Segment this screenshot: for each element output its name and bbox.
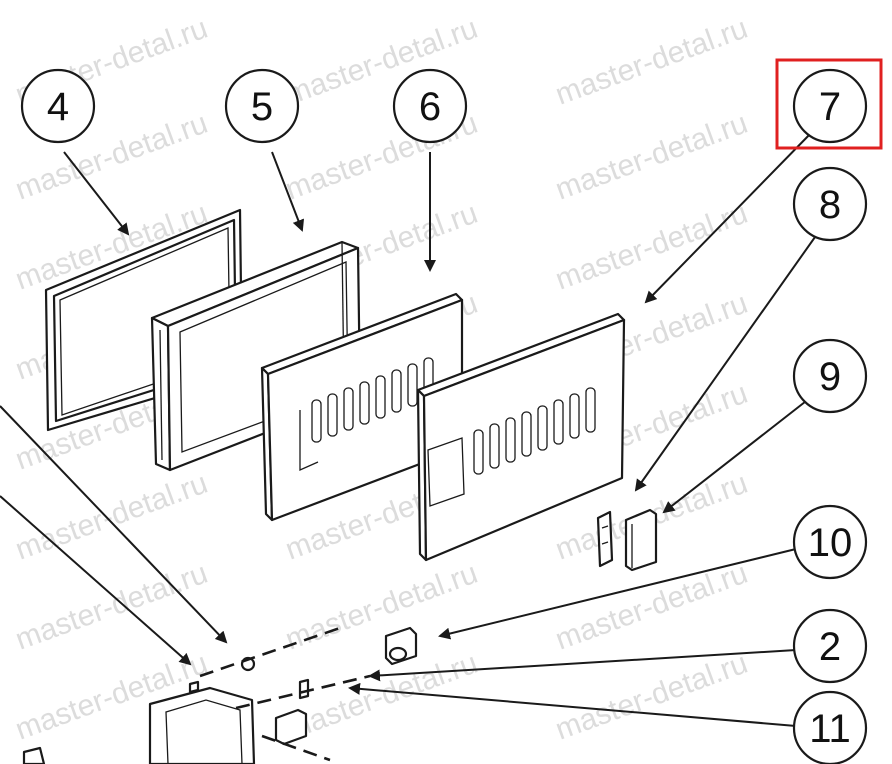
- callout-11-label: 11: [809, 707, 851, 751]
- watermark: master-detal.ru: [551, 197, 752, 297]
- part-8-clip: [596, 510, 614, 568]
- watermark: master-detal.ru: [11, 467, 212, 567]
- bottom-assembly: [22, 626, 371, 764]
- callout-4-label: 4: [47, 85, 69, 129]
- watermark: master-detal.ru: [281, 557, 482, 657]
- callout-8-label: 8: [819, 183, 841, 227]
- part-10-connector: [384, 626, 418, 666]
- callout-10-label: 10: [808, 521, 853, 565]
- callout-2-label: 2: [819, 625, 841, 669]
- watermark: master-detal.ru: [551, 107, 752, 207]
- callout-6: 6: [392, 68, 468, 144]
- callouts: 4 5 6 7 8 9 10 2: [20, 58, 883, 764]
- callout-9: 9: [792, 338, 868, 414]
- watermark: master-detal.ru: [551, 557, 752, 657]
- callout-10: 10: [792, 504, 868, 580]
- callout-4: 4: [20, 68, 96, 144]
- callout-8: 8: [792, 166, 868, 242]
- callout-7: 7: [775, 58, 883, 150]
- callout-7-label: 7: [819, 85, 841, 129]
- callout-9-label: 9: [819, 355, 841, 399]
- callout-5: 5: [224, 68, 300, 144]
- leader-lines: [0, 129, 821, 727]
- watermark: master-detal.ru: [551, 647, 752, 747]
- callout-2: 2: [792, 608, 868, 684]
- watermark: master-detal.ru: [11, 557, 212, 657]
- callout-6-label: 6: [419, 85, 441, 129]
- watermark: master-detal.ru: [551, 12, 752, 112]
- callout-7-highlight-box: [775, 58, 883, 150]
- part-9-cap: [624, 508, 658, 572]
- callout-5-label: 5: [251, 85, 273, 129]
- cover-7-slots: [473, 387, 596, 475]
- cover-6-slots: [311, 357, 434, 443]
- part-7-front-cover: [416, 312, 626, 562]
- callout-11: 11: [792, 690, 868, 764]
